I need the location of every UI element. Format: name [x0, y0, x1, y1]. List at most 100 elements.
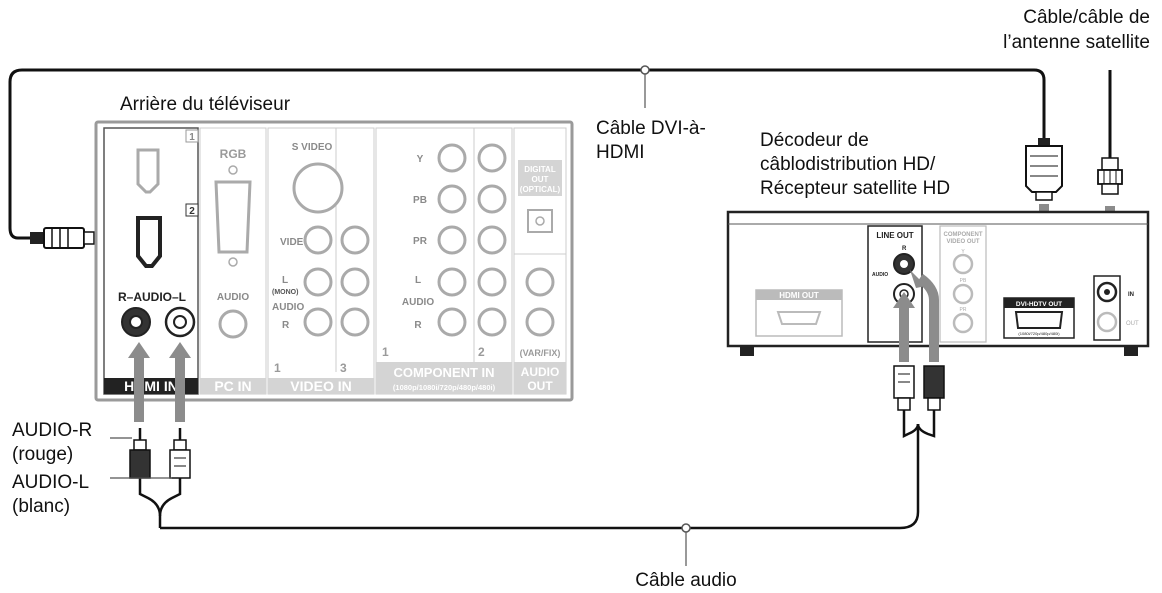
audio-r-label-2: (rouge): [12, 444, 73, 465]
decoder-audio-l-arrow-icon: [893, 292, 915, 308]
dvi-out-label: DVI-HDTV OUT: [1016, 301, 1062, 308]
comp-num-2: 2: [478, 345, 485, 359]
line-out-panel: [867, 225, 923, 343]
comp-audio-r-jack-1-icon: [437, 307, 467, 337]
audio-r-arrow-shaft: [134, 356, 144, 422]
hdmi-port-2-icon: [136, 216, 162, 268]
decoder-hdmi-out-label: HDMI OUT: [779, 291, 819, 300]
pr-jack-1-icon: [437, 225, 467, 255]
antenna-label-2: l’antenne satellite: [1003, 32, 1150, 53]
rgb-port-icon: [214, 180, 252, 254]
rca-plug-white-decoder-icon: [893, 365, 915, 411]
line-r-label: R: [902, 246, 907, 252]
dec-pb-label: PB: [960, 278, 967, 284]
audio-out-r-jack-icon: [525, 307, 555, 337]
rf-out-jack-icon: [1096, 311, 1118, 333]
y-label: Y: [417, 154, 424, 165]
video-num-1: 1: [274, 361, 281, 375]
dvi-cable-label-1: Câble DVI-à-: [596, 118, 706, 139]
comp-audio-r-jack-2-icon: [477, 307, 507, 337]
audio-l-arrow-shaft: [175, 356, 185, 422]
digital-out-1: DIGITAL: [524, 165, 556, 174]
audio-out-footer-1: AUDIO: [521, 365, 560, 379]
component-video-out-1: COMPONENT: [944, 232, 983, 238]
mono-label: (MONO): [272, 289, 298, 296]
audio-r-jack-1-icon: [303, 307, 333, 337]
video-num-3: 3: [340, 361, 347, 375]
decoder-audio-r-arrow-icon: [910, 270, 926, 288]
rf-out-label: OUT: [1126, 321, 1139, 327]
comp-num-1: 1: [382, 345, 389, 359]
pc-in-section: RGB AUDIO PC IN: [199, 127, 267, 395]
r-audio-l-label: R–AUDIO–L: [118, 290, 186, 304]
component-in-section: Y PB PR L AUDIO R 1 2 COMPONENT IN (1080…: [375, 127, 513, 395]
dvi-cable-callout-dot: [640, 65, 650, 75]
dec-pr-label: PR: [960, 307, 967, 313]
pb-label: PB: [413, 195, 427, 206]
decoder-audio-r-arrow-shaft: [916, 273, 939, 362]
dec-y-label: Y: [961, 249, 965, 255]
rca-plug-red-tv-icon: [129, 428, 151, 479]
digital-out-3: (OPTICAL): [520, 185, 561, 194]
hdmi-num-2: 2: [189, 206, 195, 217]
antenna-label-1: Câble/câble de: [1023, 7, 1150, 28]
dvi-port-icon: [1014, 311, 1064, 329]
audio-l-jack-1-icon: [303, 267, 333, 297]
pc-in-footer: PC IN: [214, 378, 251, 394]
rgb-label: RGB: [220, 147, 247, 161]
decoder-label-2: câblodistribution HD/: [760, 154, 936, 175]
digital-out-2: OUT: [532, 175, 549, 184]
dvi-cable-label-2: HDMI: [596, 142, 645, 163]
audio-r-arrow-icon: [128, 342, 150, 358]
y-jack-1-icon: [437, 143, 467, 173]
pc-audio-label: AUDIO: [217, 292, 249, 303]
coax-plug-icon: [1097, 157, 1123, 195]
decoder-hdmi-port-icon: [776, 311, 822, 325]
video-in-section: S VIDEO VIDEO L (MONO) AUDIO R 1 3 VIDEO…: [267, 127, 375, 395]
y-jack-2-icon: [477, 143, 507, 173]
audio-l-jack-3-icon: [340, 267, 370, 297]
video-label: VIDEO: [280, 237, 311, 248]
dec-y-jack-icon: [952, 253, 974, 275]
decoder-label-3: Récepteur satellite HD: [760, 178, 950, 199]
video-in-footer: VIDEO IN: [290, 378, 351, 394]
hdmi-in-footer: HDMI IN: [124, 378, 178, 394]
audio-cable-callout-dot: [681, 523, 691, 533]
dec-pr-jack-icon: [952, 312, 974, 334]
audio-cable: [128, 270, 945, 566]
tv-rear-label: Arrière du téléviseur: [120, 94, 291, 115]
s-video-label: S VIDEO: [292, 142, 333, 153]
audio-out-footer-2: OUT: [527, 379, 553, 393]
component-video-out-2: VIDEO OUT: [946, 239, 979, 245]
pb-jack-1-icon: [437, 184, 467, 214]
decoder-audio-l-arrow-shaft: [899, 306, 909, 362]
audio-v-label: AUDIO: [272, 302, 304, 313]
r-label: R: [282, 320, 290, 331]
component-in-footer: COMPONENT IN: [393, 365, 494, 380]
hdmi-num-1: 1: [189, 132, 195, 143]
component-res-label: (1080p/1080i/720p/480p/480i): [393, 383, 496, 392]
audio-l-label-1: AUDIO-L: [12, 472, 89, 493]
tv-rear-panel: 1 2 R–AUDIO–L HDMI IN RGB AUDIO PC IN: [94, 120, 574, 402]
audio-out-section: DIGITAL OUT (OPTICAL) (VAR/FIX) AUDIO OU…: [513, 127, 567, 395]
rca-plug-white-tv-icon: [169, 428, 191, 479]
pr-jack-2-icon: [477, 225, 507, 255]
decoder-label-1: Décodeur de: [760, 130, 869, 151]
dvi-res-label: (1080i/720p/480p/480i): [1018, 331, 1060, 336]
l-label: L: [282, 275, 288, 286]
audio-l-label-2: (blanc): [12, 496, 70, 517]
rca-plug-red-decoder-icon: [923, 365, 945, 411]
dec-pb-jack-icon: [952, 283, 974, 305]
comp-l-label: L: [415, 275, 421, 286]
line-audio-label: AUDIO: [872, 272, 888, 278]
comp-audio-l-jack-1-icon: [437, 267, 467, 297]
audio-r-label-1: AUDIO-R: [12, 420, 92, 441]
hdmi-plug-icon: [30, 227, 95, 249]
audio-r-jack-3-icon: [340, 307, 370, 337]
hdmi-port-1-icon: [136, 148, 160, 194]
dvi-plug-icon: [1025, 138, 1063, 201]
audio-out-l-jack-icon: [525, 267, 555, 297]
comp-r-label: R: [414, 320, 422, 331]
video-jack-1-icon: [303, 225, 333, 255]
